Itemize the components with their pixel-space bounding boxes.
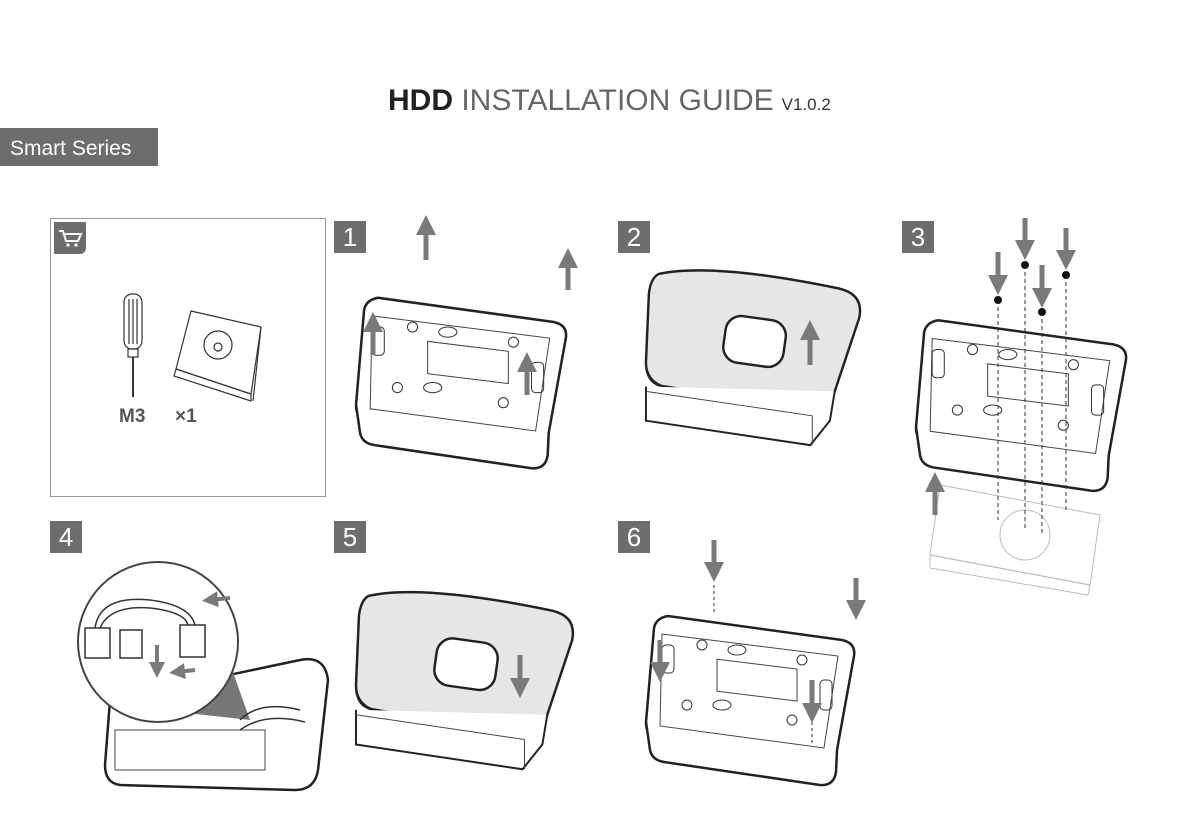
title-bold: HDD [388,84,453,117]
step-3-illustration [914,218,1128,596]
arrow-icon [149,591,231,680]
step-badge-4: 4 [50,521,82,553]
step-2-illustration [644,269,862,447]
sata-cables [84,598,306,731]
page-title: HDD INSTALLATION GUIDE V1.0.2 [388,84,831,118]
step-6-illustration [644,540,866,787]
version-label: V1.0.2 [781,95,831,114]
series-badge: Smart Series [0,128,158,166]
parts-box: M3 ×1 [50,218,326,497]
arrow-down-icon [650,540,866,723]
step-badge-1: 1 [334,221,366,253]
step-badge-3: 3 [902,221,934,253]
hdd-icon [173,310,262,402]
step-5-illustration [354,590,575,771]
screwdriver-size-label: M3 [119,406,146,427]
hdd-drawing [929,484,1101,596]
cart-icon [54,222,86,254]
title-rest: INSTALLATION GUIDE [461,84,774,117]
step-badge-2: 2 [618,221,650,253]
arrow-down-icon [988,218,1076,308]
step-4-illustration [77,561,330,792]
arrow-up-icon [363,215,578,395]
screwdriver-and-hdd-illustration [123,293,262,402]
step-badge-6: 6 [618,521,650,553]
hdd-quantity-label: ×1 [175,406,197,427]
step-1-illustration [354,215,578,470]
step-badge-5: 5 [334,521,366,553]
screwdriver-icon [123,293,143,397]
